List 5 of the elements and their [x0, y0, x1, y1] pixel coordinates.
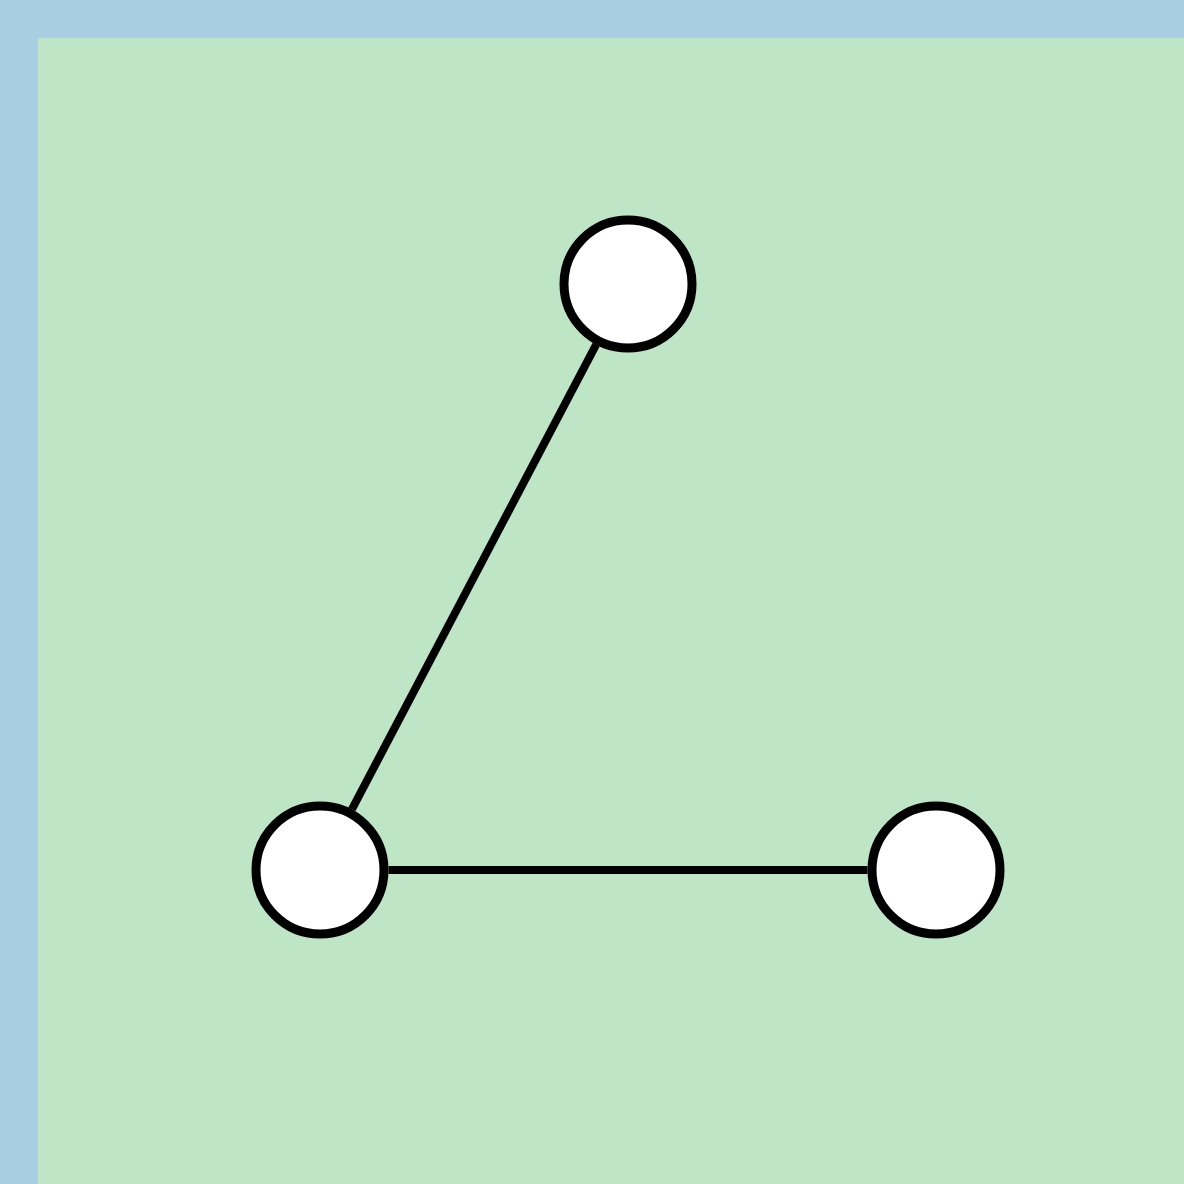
connector-line — [388, 866, 868, 874]
circle-node — [559, 215, 697, 353]
circle-node — [251, 801, 389, 939]
connector-line — [348, 342, 600, 812]
circle-node — [867, 801, 1005, 939]
